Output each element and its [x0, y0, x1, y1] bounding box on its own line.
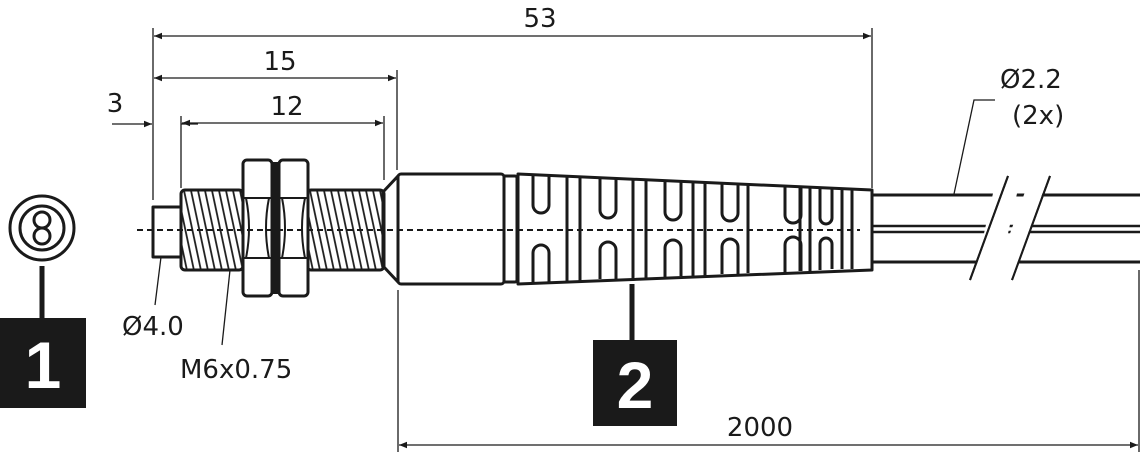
dim-12-label: 12	[270, 92, 303, 122]
cable-annotation: Ø2.2 (2x)	[953, 65, 1064, 195]
dim-2000-label: 2000	[727, 413, 793, 443]
cable	[872, 175, 1140, 281]
hex-nuts	[241, 158, 310, 298]
callout-2-number: 2	[617, 348, 654, 422]
dimension-53: 53	[154, 4, 871, 40]
dimension-2000: 2000	[399, 413, 1138, 449]
dim-15-label: 15	[263, 47, 296, 77]
dimension-12: 12	[182, 92, 383, 127]
dimension-3: 3	[107, 89, 198, 128]
dim-53-label: 53	[523, 4, 556, 34]
extension-lines	[152, 28, 1140, 452]
dim-3-label: 3	[107, 89, 124, 119]
callout-2: 2	[593, 284, 677, 426]
fiber-end-view-icon	[8, 194, 76, 262]
dimension-15: 15	[154, 47, 396, 82]
sensor-tip	[151, 205, 183, 259]
callout-1-number: 1	[25, 328, 62, 402]
callout-1: 1	[0, 194, 86, 408]
cable-diameter-label: Ø2.2	[1000, 65, 1062, 95]
thread-spec-label: M6x0.75	[180, 355, 292, 385]
tip-diameter-annotation: Ø4.0	[122, 256, 184, 342]
break-marks	[969, 175, 1051, 281]
cable-count-label: (2x)	[1012, 101, 1064, 131]
tip-diameter-label: Ø4.0	[122, 312, 184, 342]
thread-annotation: M6x0.75	[180, 269, 292, 385]
